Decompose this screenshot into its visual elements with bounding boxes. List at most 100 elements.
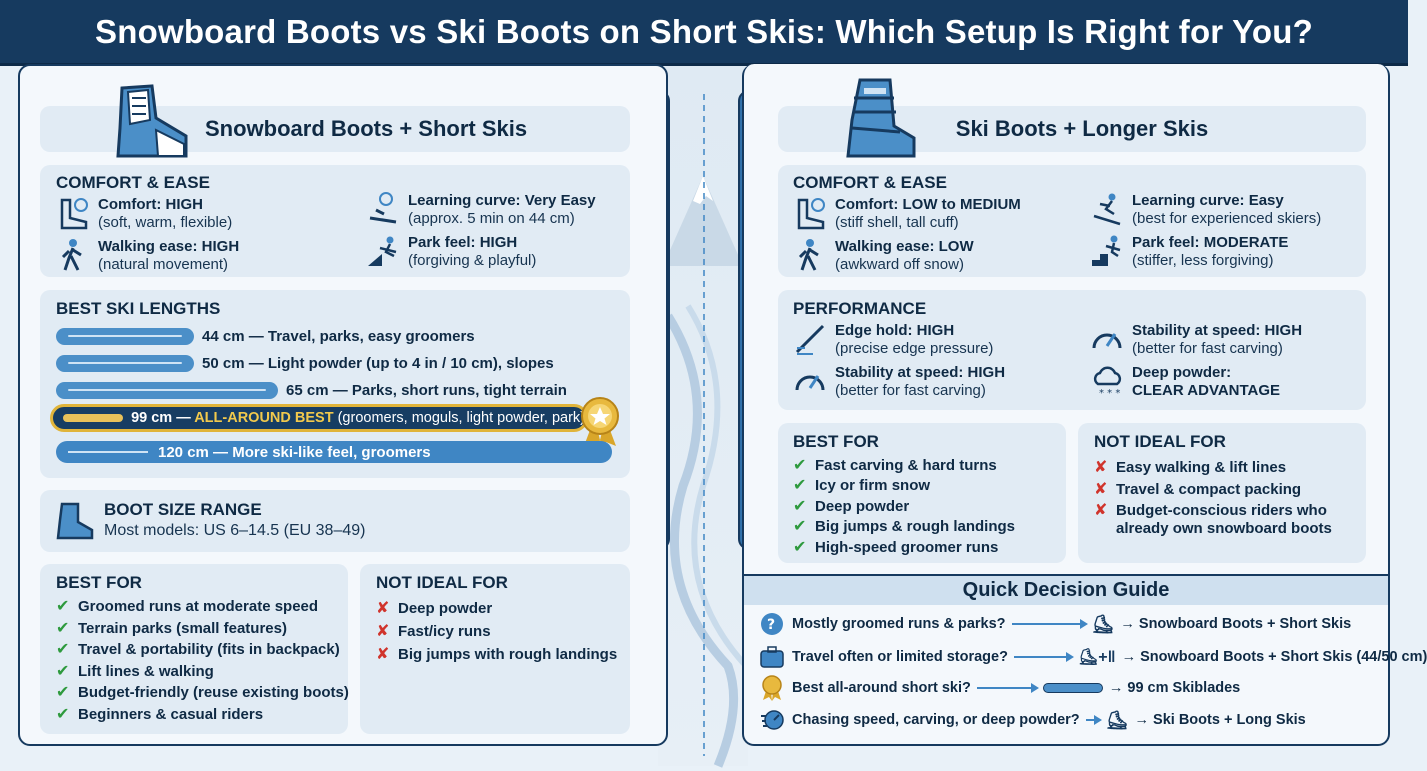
right-learning-item: Learning curve: Easy(best for experience… [1090,192,1321,228]
list-item: ✔Big jumps & rough landings [793,518,1015,536]
guide-row: ? Mostly groomed runs & parks? ⛸ → Snowb… [760,611,1351,637]
check-icon: ✔ [56,705,70,723]
stability-item: Stability at speed: HIGH(better for fast… [793,364,1005,400]
left-not-ideal-card [360,564,630,734]
boot-plus-skis-icon: ⛸+‖ [1077,649,1116,666]
award-badge-icon [581,397,619,448]
list-item: ✔High-speed groomer runs [793,538,999,556]
cross-icon: ✘ [376,623,390,640]
list-item: ✘Budget-conscious riders who already own… [1094,502,1332,537]
right-not-ideal-card [1078,423,1366,563]
ski-length-row: 65 cm — Parks, short runs, tight terrain [56,380,567,400]
left-best-for-heading: BEST FOR [56,573,142,592]
ski-length-row-120: 120 cm — More ski-like feel, groomers [56,441,612,463]
left-walking-item: Walking ease: HIGH(natural movement) [56,238,239,274]
left-not-ideal-list: ✘Deep powder ✘Fast/icy runs ✘Big jumps w… [376,597,617,666]
arrow-icon [1013,652,1074,662]
check-icon: ✔ [56,641,70,659]
ski-bar-50 [56,354,194,372]
list-item: ✘Deep powder [376,600,493,617]
ski-boot-icon: ⛸ [1105,709,1129,730]
ski-length-row: 44 cm — Travel, parks, easy groomers [56,326,475,346]
speedometer-icon [1092,333,1122,349]
skier-smile-icon [369,192,397,224]
performance-heading: PERFORMANCE [793,299,927,318]
speed-icon [761,710,784,730]
list-item: ✘Fast/icy runs [376,623,491,640]
cross-icon: ✘ [1094,458,1108,476]
skier-icon [1093,193,1121,226]
svg-text:* * *: * * * [1099,388,1120,399]
right-best-for-list: ✔Fast carving & hard turns ✔Icy or firm … [793,455,1015,558]
edge-icon [795,324,825,355]
center-illustration [648,66,760,768]
list-item: ✔Fast carving & hard turns [793,456,997,474]
performance-card [778,290,1366,410]
right-park-item: Park feel: MODERATE(stiffer, less forgiv… [1090,234,1288,270]
stability-item: Stability at speed: HIGH(better for fast… [1090,322,1302,358]
list-item: ✔Budget-friendly (reuse existing boots) [56,684,349,702]
ski-boot-icon [846,78,916,158]
arrow-icon [1011,619,1088,629]
foot-smile-icon [60,198,88,230]
walking-person-icon [61,239,82,271]
right-best-for-card [778,423,1066,563]
header-banner: Snowboard Boots vs Ski Boots on Short Sk… [0,0,1408,66]
list-item: ✔Groomed runs at moderate speed [56,598,319,616]
guide-row: Travel often or limited storage? ⛸+‖ → S… [760,644,1427,670]
list-item: ✘Easy walking & lift lines [1094,458,1287,476]
cross-icon: ✘ [376,646,390,663]
ski-length-highlight-99: 99 cm — ALL-AROUND BEST (groomers, mogul… [50,404,588,432]
cross-icon: ✘ [1094,480,1108,498]
check-icon: ✔ [793,518,807,536]
gold-ski-bar [63,414,124,422]
list-item: ✘Big jumps with rough landings [376,646,618,663]
cross-icon: ✘ [1094,502,1108,519]
deep-powder-item: * * * Deep powder:CLEAR ADVANTAGE [1090,364,1280,400]
skiblades-icon [1042,683,1103,693]
foot-neutral-icon [797,198,825,230]
suitcase-icon [760,646,784,668]
right-setup-title: Ski Boots + Longer Skis [955,116,1209,141]
left-best-for-list: ✔Groomed runs at moderate speed ✔Terrain… [56,596,349,725]
edge-hold-item: Edge hold: HIGH(precise edge pressure) [793,322,993,358]
left-park-item: Park feel: HIGH(forgiving & playful) [366,234,536,270]
ski-bar-44 [56,327,194,345]
check-icon: ✔ [56,619,70,637]
left-learning-item: Learning curve: Very Easy(approx. 5 min … [366,192,596,228]
ski-length-row: 50 cm — Light powder (up to 4 in / 10 cm… [56,353,554,373]
list-item: ✔Icy or firm snow [793,477,931,495]
walking-person-icon [798,239,819,271]
right-walking-item: Walking ease: LOW(awkward off snow) [793,238,974,274]
mountain-ski-illustration [663,94,749,768]
boot-size-heading: BOOT SIZE RANGE [104,500,262,519]
ski-bar-65 [56,381,278,399]
left-best-for-card [40,564,348,734]
snowboard-boot-icon [116,84,188,158]
check-icon: ✔ [793,477,807,495]
right-comfort-item: Comfort: LOW to MEDIUM(stiff shell, tall… [793,196,1021,232]
left-setup-title: Snowboard Boots + Short Skis [205,116,528,141]
boot-size-detail: Most models: US 6–14.5 (EU 38–49) [104,522,366,539]
list-item: ✔Terrain parks (small features) [56,619,287,637]
right-comfort-heading: COMFORT & EASE [793,173,947,192]
arrow-icon [1085,715,1102,725]
check-icon: ✔ [793,456,807,474]
quick-guide-heading: Quick Decision Guide [744,574,1388,605]
boot-size-card [40,490,630,552]
left-comfort-item: Comfort: HIGH(soft, warm, flexible) [56,196,232,232]
right-comfort-card [778,165,1366,277]
check-icon: ✔ [793,538,807,556]
medal-icon [762,675,782,701]
guide-row: Chasing speed, carving, or deep powder? … [760,707,1306,733]
question-icon: ? [761,613,783,635]
list-item: ✔Deep powder [793,497,910,515]
guide-row: Best all-around short ski? → 99 cm Skibl… [760,675,1240,701]
list-item: ✔Lift lines & walking [56,662,214,680]
svg-text:?: ? [767,617,775,633]
snow-cloud-icon: * * * [1093,366,1122,399]
right-best-for-heading: BEST FOR [793,432,879,451]
left-comfort-heading: COMFORT & EASE [56,173,210,192]
speedometer-icon [795,375,825,391]
right-not-ideal-heading: NOT IDEAL FOR [1094,432,1226,451]
